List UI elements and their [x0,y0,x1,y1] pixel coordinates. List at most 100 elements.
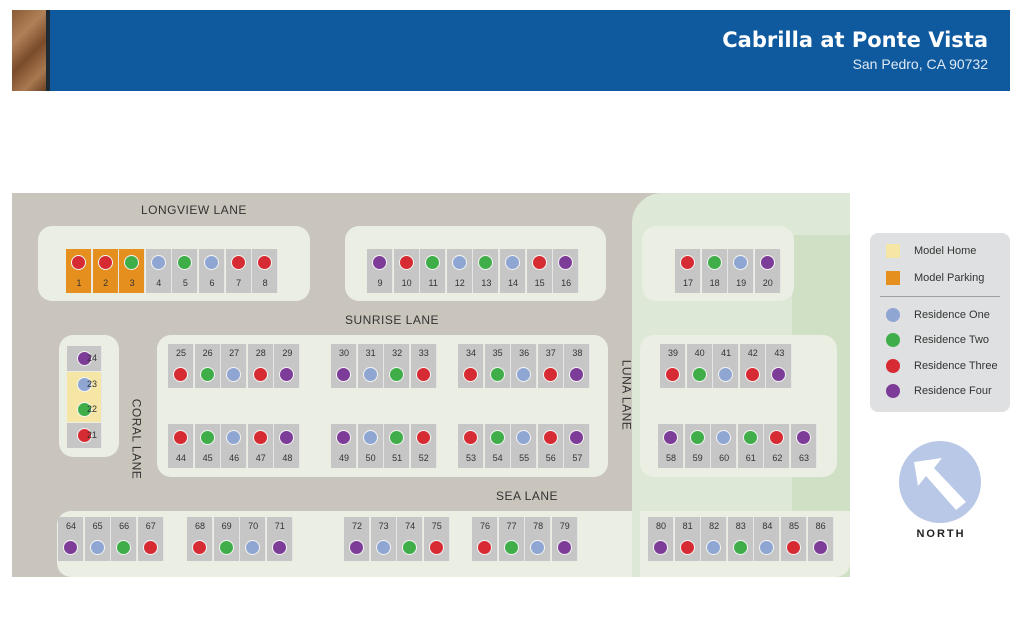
lot-84[interactable]: 84 [754,517,781,561]
lot-number: 36 [519,348,530,358]
lot-26[interactable]: 26 [194,344,221,388]
lot-number: 1 [76,278,82,288]
lot-82[interactable]: 82 [701,517,728,561]
lot-29[interactable]: 29 [274,344,301,388]
lot-number: 45 [202,453,213,463]
lot-66[interactable]: 66 [111,517,138,561]
lot-61[interactable]: 61 [737,424,764,468]
lot-20[interactable]: 20 [754,249,781,293]
lot-34[interactable]: 34 [458,344,484,388]
lot-54[interactable]: 54 [484,424,511,468]
lot-60[interactable]: 60 [711,424,738,468]
lot-42[interactable]: 42 [739,344,766,388]
residence-marker [812,540,828,555]
lot-22[interactable]: 22 [67,397,102,422]
residence-marker [542,430,558,445]
lot-41[interactable]: 41 [713,344,740,388]
lot-62[interactable]: 62 [764,424,791,468]
residence-marker [415,430,431,445]
lot-46[interactable]: 46 [221,424,248,468]
lot-8[interactable]: 8 [252,249,279,293]
lot-32[interactable]: 32 [384,344,411,388]
lot-35[interactable]: 35 [484,344,511,388]
lot-37[interactable]: 37 [537,344,564,388]
lot-85[interactable]: 85 [781,517,807,561]
lot-56[interactable]: 56 [537,424,564,468]
lot-28[interactable]: 28 [247,344,274,388]
lot-13[interactable]: 13 [473,249,500,293]
lot-68[interactable]: 68 [187,517,213,561]
lot-47[interactable]: 47 [247,424,274,468]
lot-86[interactable]: 86 [807,517,834,561]
lot-73[interactable]: 73 [370,517,397,561]
lot-63[interactable]: 63 [791,424,817,468]
lot-77[interactable]: 77 [498,517,525,561]
lot-14[interactable]: 14 [500,249,526,293]
lot-36[interactable]: 36 [511,344,538,388]
lot-78[interactable]: 78 [525,517,552,561]
lot-48[interactable]: 48 [274,424,301,468]
lot-58[interactable]: 58 [658,424,684,468]
lot-59[interactable]: 59 [684,424,711,468]
lot-67[interactable]: 67 [137,517,164,561]
lot-4[interactable]: 4 [145,249,172,293]
lot-45[interactable]: 45 [194,424,221,468]
lot-12[interactable]: 12 [446,249,473,293]
lot-70[interactable]: 70 [240,517,267,561]
lot-17[interactable]: 17 [675,249,701,293]
lot-31[interactable]: 31 [357,344,384,388]
lot-3[interactable]: 3 [119,249,146,293]
lot-81[interactable]: 81 [674,517,701,561]
legend-label: Residence Three [914,360,998,372]
lot-24[interactable]: 24 [67,346,102,371]
lot-number: 23 [86,378,97,389]
lot-33[interactable]: 33 [410,344,437,388]
residence-marker [691,367,707,382]
lot-80[interactable]: 80 [648,517,674,561]
lot-76[interactable]: 76 [472,517,498,561]
lot-74[interactable]: 74 [397,517,424,561]
lot-65[interactable]: 65 [84,517,111,561]
lot-38[interactable]: 38 [564,344,591,388]
lot-21[interactable]: 21 [67,422,102,448]
lot-27[interactable]: 27 [221,344,248,388]
lot-number: 67 [145,521,156,531]
lot-79[interactable]: 79 [551,517,578,561]
lot-2[interactable]: 2 [92,249,119,293]
lot-49[interactable]: 49 [331,424,357,468]
lot-69[interactable]: 69 [213,517,240,561]
lot-25[interactable]: 25 [168,344,194,388]
lot-40[interactable]: 40 [686,344,713,388]
lot-19[interactable]: 19 [728,249,755,293]
residence-marker [362,430,378,445]
lot-43[interactable]: 43 [766,344,793,388]
lot-18[interactable]: 18 [701,249,728,293]
lot-9[interactable]: 9 [367,249,393,293]
legend-label: Residence One [914,309,990,321]
lot-75[interactable]: 75 [423,517,450,561]
lot-64[interactable]: 64 [58,517,84,561]
lot-16[interactable]: 16 [553,249,580,293]
lot-51[interactable]: 51 [384,424,411,468]
lot-7[interactable]: 7 [225,249,252,293]
lot-52[interactable]: 52 [410,424,437,468]
lot-44[interactable]: 44 [168,424,194,468]
lot-53[interactable]: 53 [458,424,484,468]
lot-39[interactable]: 39 [660,344,686,388]
lot-15[interactable]: 15 [526,249,553,293]
lot-23[interactable]: 23 [67,371,102,397]
lot-30[interactable]: 30 [331,344,357,388]
lot-5[interactable]: 5 [172,249,199,293]
lot-55[interactable]: 55 [511,424,538,468]
lot-72[interactable]: 72 [344,517,370,561]
lot-11[interactable]: 11 [420,249,447,293]
lot-50[interactable]: 50 [357,424,384,468]
lot-83[interactable]: 83 [727,517,754,561]
lot-6[interactable]: 6 [199,249,225,293]
lot-10[interactable]: 10 [393,249,420,293]
residence-marker [116,540,132,555]
lot-57[interactable]: 57 [564,424,591,468]
lot-1[interactable]: 1 [66,249,92,293]
lot-71[interactable]: 71 [266,517,293,561]
residence-marker [252,430,268,445]
